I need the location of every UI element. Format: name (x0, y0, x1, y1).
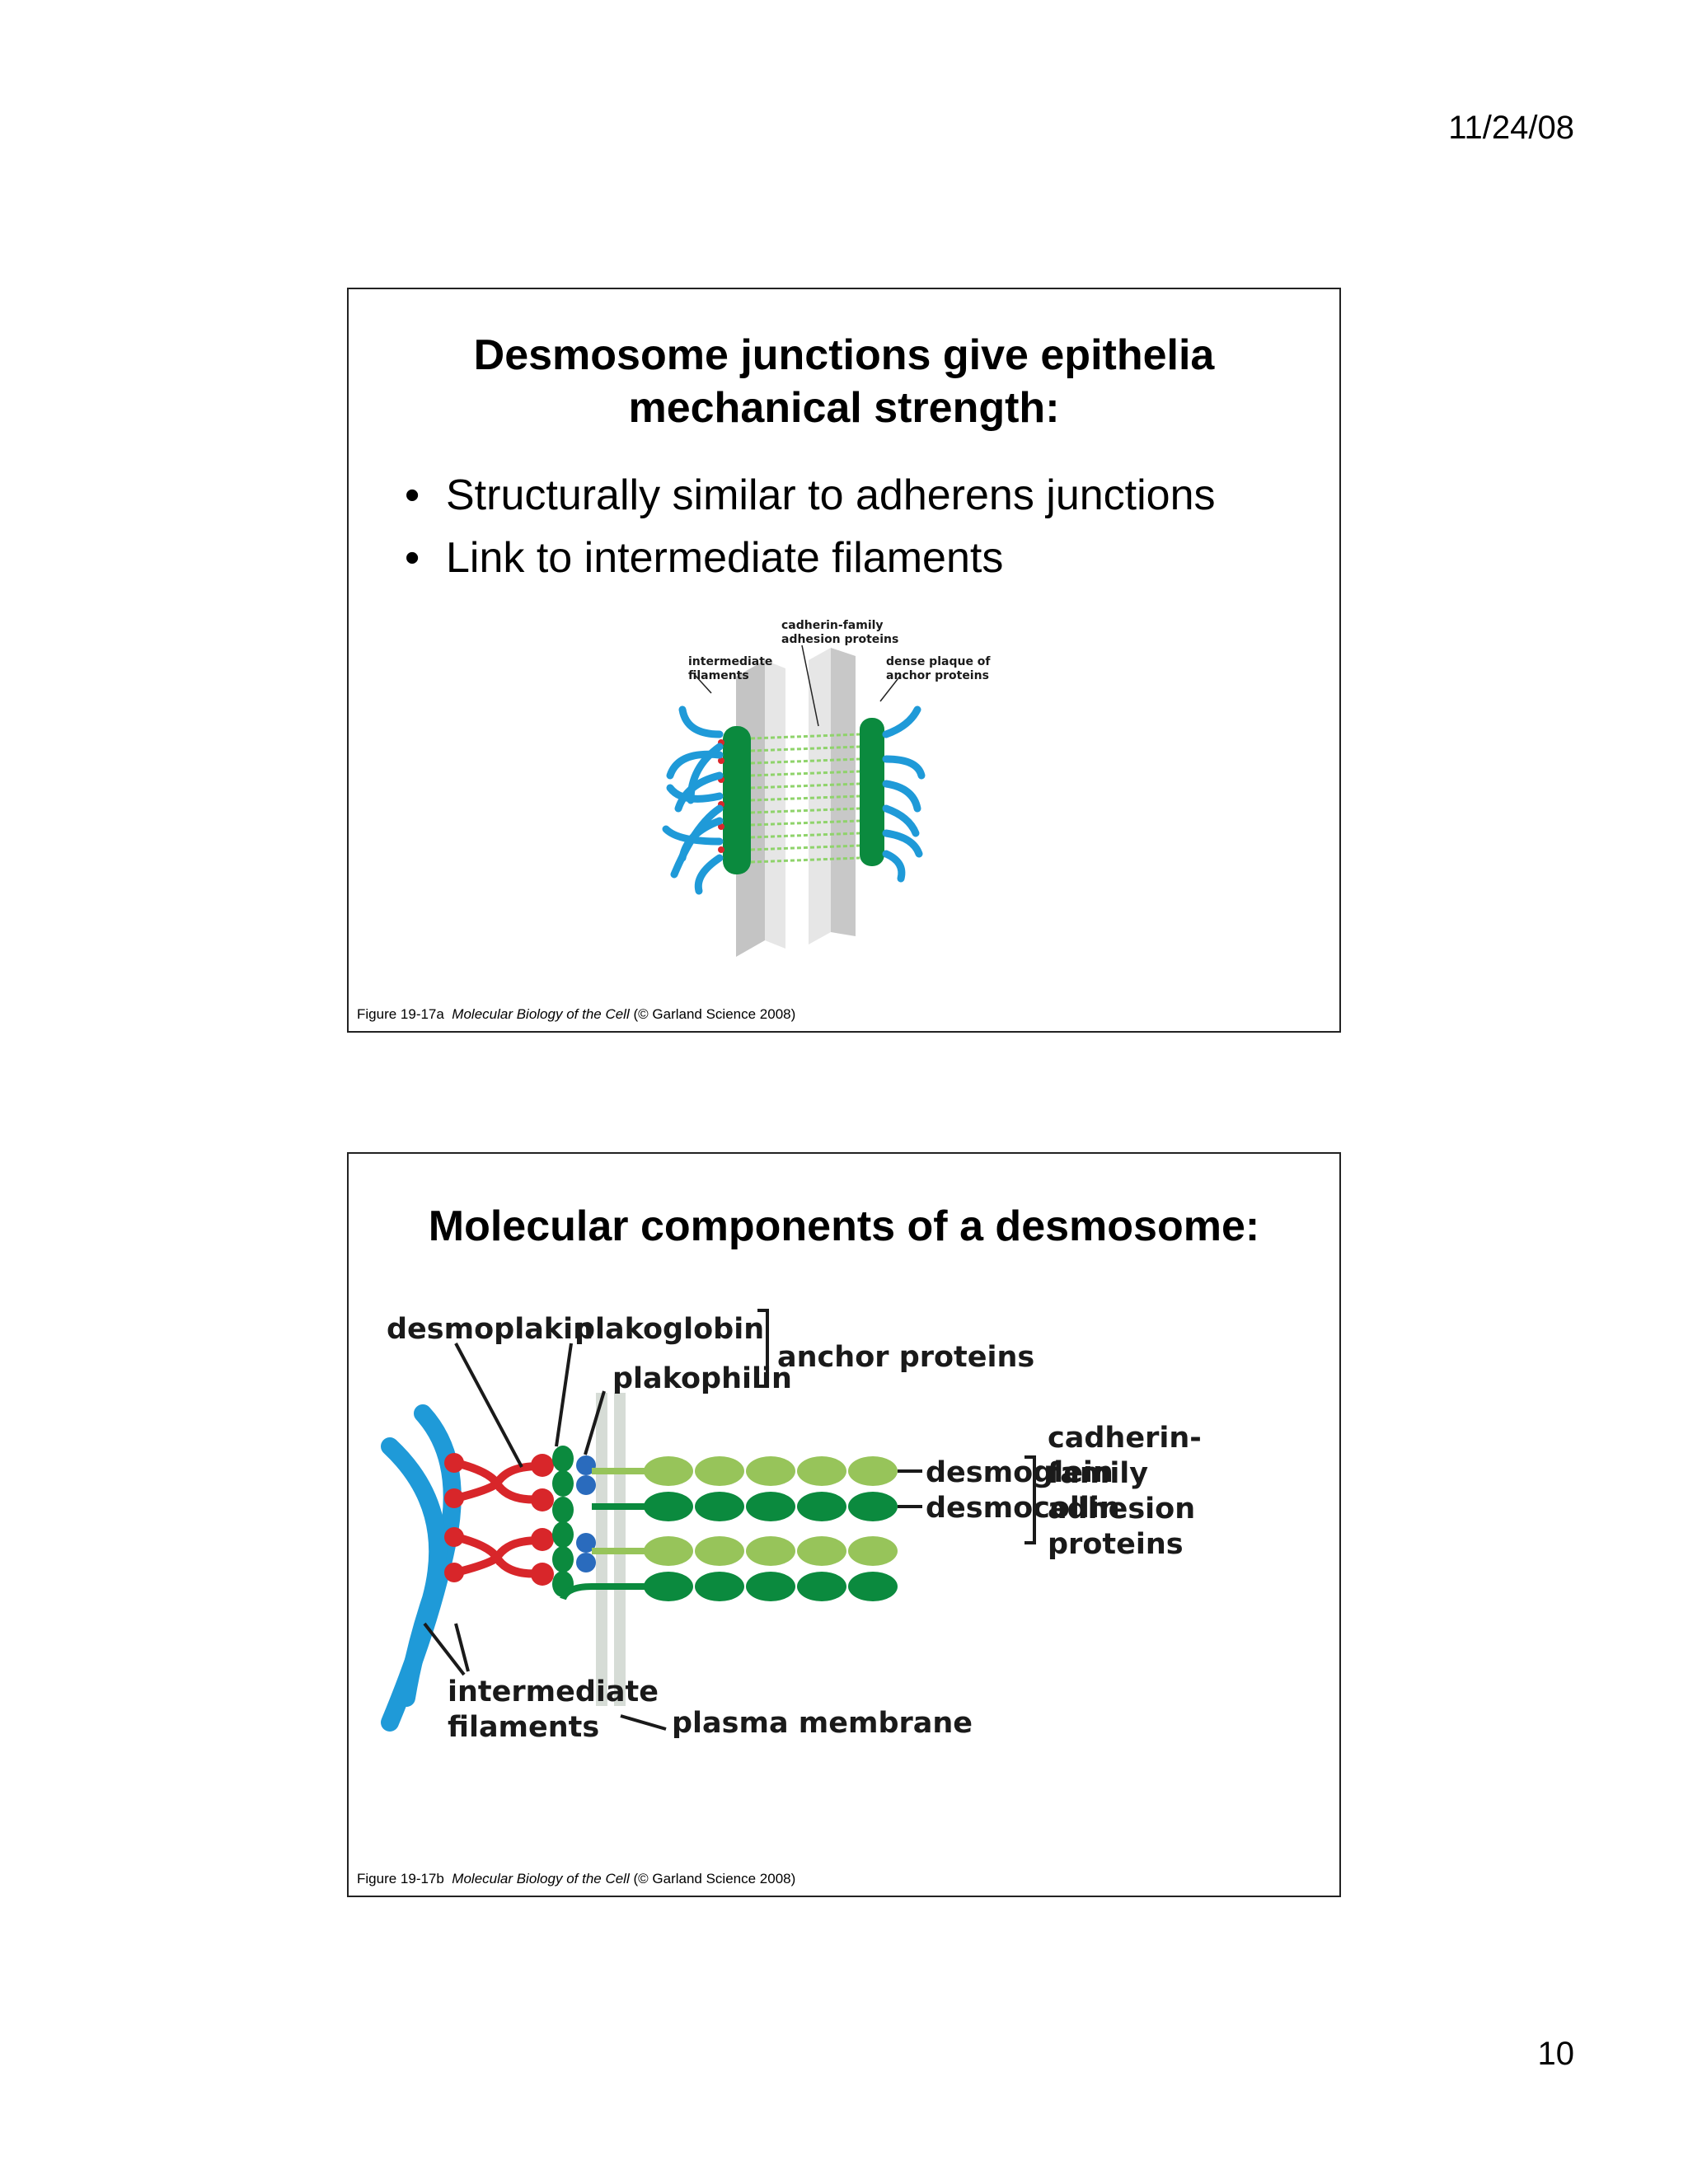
plaque-left (723, 726, 751, 874)
leader-lines (694, 644, 902, 727)
caption-book-title: Molecular Biology of the Cell (452, 1871, 630, 1886)
label-anchor-proteins: anchor proteins (777, 1341, 1034, 1374)
label-dense-plaque-2: anchor proteins (886, 669, 989, 682)
label-intermediate-filaments-1: intermediate (688, 655, 772, 668)
plakophilin (576, 1455, 596, 1572)
label-cadherin-family-3: adhesion (1048, 1493, 1195, 1526)
label-cadherin-family-1: cadherin-family (781, 619, 884, 632)
slide-2-title-line-1: Molecular components of a desmosome: (428, 1202, 1260, 1250)
label-cadherin-family-2: family (1048, 1457, 1148, 1490)
membrane-right-side (831, 648, 856, 936)
header-date: 11/24/08 (1448, 110, 1574, 146)
label-desmoplakin: desmoplakin (387, 1313, 593, 1346)
membrane-left-face (765, 660, 785, 949)
membrane-right-face (809, 648, 831, 944)
plakoglobin (552, 1446, 574, 1597)
bullet-item: Structurally similar to adherens junctio… (405, 464, 1216, 527)
label-cadherin-family-4: proteins (1048, 1528, 1184, 1561)
bullet-item: Link to intermediate filaments (405, 527, 1216, 589)
cadherin-strands (750, 733, 860, 864)
desmosome-junction-diagram: cadherin-family adhesion proteins interm… (662, 619, 991, 957)
desmoglein-row-1 (592, 1456, 898, 1486)
label-desmoglein: desmoglein (926, 1456, 1114, 1489)
intermediate-filament-strands (381, 1404, 462, 1732)
desmosome-molecular-diagram: desmoplakin plakoglobin plakophilin anch… (381, 1309, 1202, 1744)
slide-1-title-line-1: Desmosome junctions give epithelia (473, 331, 1215, 379)
label-cadherin-family-2: adhesion proteins (781, 633, 898, 646)
label-dense-plaque-1: dense plaque of (886, 655, 991, 668)
label-intermediate-filaments-1: intermediate (448, 1675, 659, 1708)
caption-book-title: Molecular Biology of the Cell (452, 1006, 630, 1022)
slide-2-caption: Figure 19-17b Molecular Biology of the C… (357, 1871, 795, 1887)
label-intermediate-filaments-2: filaments (448, 1711, 599, 1744)
leader-lines (423, 1309, 1036, 1731)
plaque-right (860, 718, 884, 866)
desmocollin-row-1 (592, 1492, 898, 1521)
slide-2: Molecular components of a desmosome: (347, 1152, 1341, 1897)
caption-figure-id: Figure 19-17b (357, 1871, 444, 1886)
page-number: 10 (1537, 2036, 1575, 2072)
slide-2-title: Molecular components of a desmosome: (349, 1200, 1339, 1253)
label-plakoglobin: plakoglobin (574, 1313, 764, 1346)
desmoplakin-heads (444, 1453, 554, 1586)
slide-1-title: Desmosome junctions give epithelia mecha… (349, 329, 1339, 434)
label-plakophilin: plakophilin (612, 1362, 792, 1395)
slide-1: Desmosome junctions give epithelia mecha… (347, 288, 1341, 1033)
caption-copyright: (© Garland Science 2008) (633, 1006, 796, 1022)
label-intermediate-filaments-2: filaments (688, 669, 749, 682)
slide-1-bullet-list: Structurally similar to adherens junctio… (405, 464, 1216, 589)
desmoglein-row-2 (592, 1536, 898, 1566)
desmocollin-row-2 (560, 1572, 898, 1601)
label-desmocollin: desmocollin (926, 1492, 1120, 1525)
slide-1-title-line-2: mechanical strength: (628, 384, 1060, 432)
slide-1-caption: Figure 19-17a Molecular Biology of the C… (357, 1006, 795, 1023)
desmoplakin (454, 1459, 551, 1578)
intermediate-filaments-right (882, 705, 926, 883)
caption-figure-id: Figure 19-17a (357, 1006, 444, 1022)
caption-copyright: (© Garland Science 2008) (633, 1871, 796, 1886)
label-plasma-membrane: plasma membrane (672, 1707, 973, 1740)
intermediate-filaments-left (662, 705, 724, 895)
label-cadherin-family-1: cadherin- (1048, 1422, 1202, 1455)
